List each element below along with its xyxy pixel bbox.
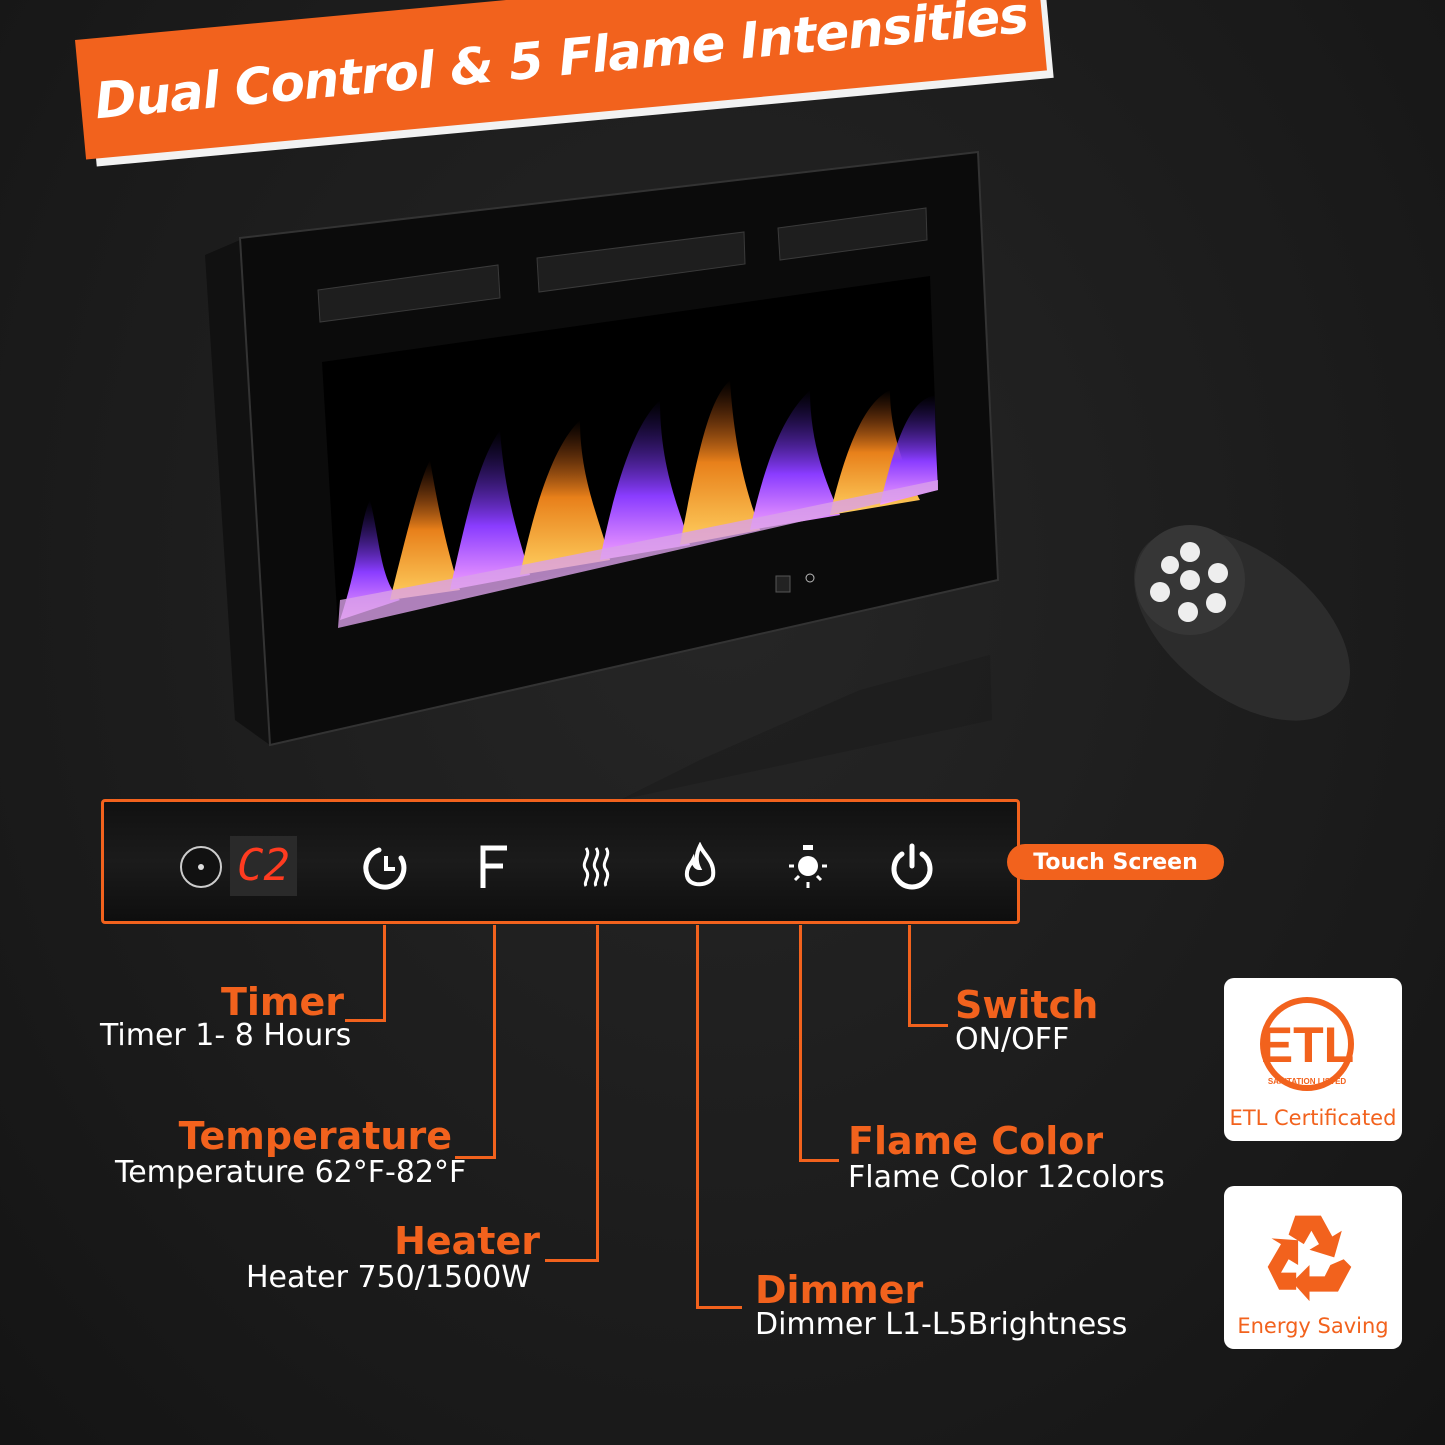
switch-title: Switch	[955, 983, 1099, 1027]
flame-icon[interactable]	[675, 842, 725, 892]
fireplace-image	[205, 150, 1351, 747]
fahrenheit-icon[interactable]	[469, 842, 519, 892]
power-icon[interactable]	[887, 842, 937, 892]
led-display: C2	[230, 836, 297, 896]
recycle-icon	[1267, 1215, 1352, 1302]
heater-title: Heater	[394, 1219, 540, 1263]
timer-title: Timer	[220, 980, 344, 1024]
svg-text:SANITATION LISTED: SANITATION LISTED	[1268, 1077, 1347, 1086]
dimmer-desc: Dimmer L1-L5Brightness	[755, 1307, 1128, 1342]
dimmer-icon[interactable]	[783, 842, 833, 892]
heater-desc: Heater 750/1500W	[246, 1260, 531, 1295]
timer-icon[interactable]	[361, 842, 411, 892]
touch-screen-tag: Touch Screen	[1007, 844, 1224, 880]
etl-logo-icon: ETL SANITATION LISTED	[1260, 997, 1354, 1091]
dimmer-title: Dimmer	[755, 1268, 924, 1312]
energy-caption: Energy Saving	[1237, 1314, 1389, 1338]
temperature-title: Temperature	[178, 1114, 452, 1158]
energy-badge: Energy Saving	[1224, 1186, 1402, 1349]
flame-color-title: Flame Color	[848, 1119, 1104, 1163]
svg-text:ETL: ETL	[1260, 1017, 1354, 1073]
timer-desc: Timer 1- 8 Hours	[100, 1018, 352, 1053]
etl-caption: ETL Certificated	[1229, 1106, 1397, 1130]
temperature-desc: Temperature 62°F-82°F	[115, 1155, 467, 1190]
etl-badge: ETL SANITATION LISTED ETL Certificated	[1224, 978, 1402, 1141]
knob-icon	[180, 846, 222, 888]
heater-icon[interactable]	[572, 842, 622, 892]
flame-color-desc: Flame Color 12colors	[848, 1160, 1165, 1195]
remote-control	[1133, 525, 1351, 721]
switch-desc: ON/OFF	[955, 1022, 1070, 1057]
